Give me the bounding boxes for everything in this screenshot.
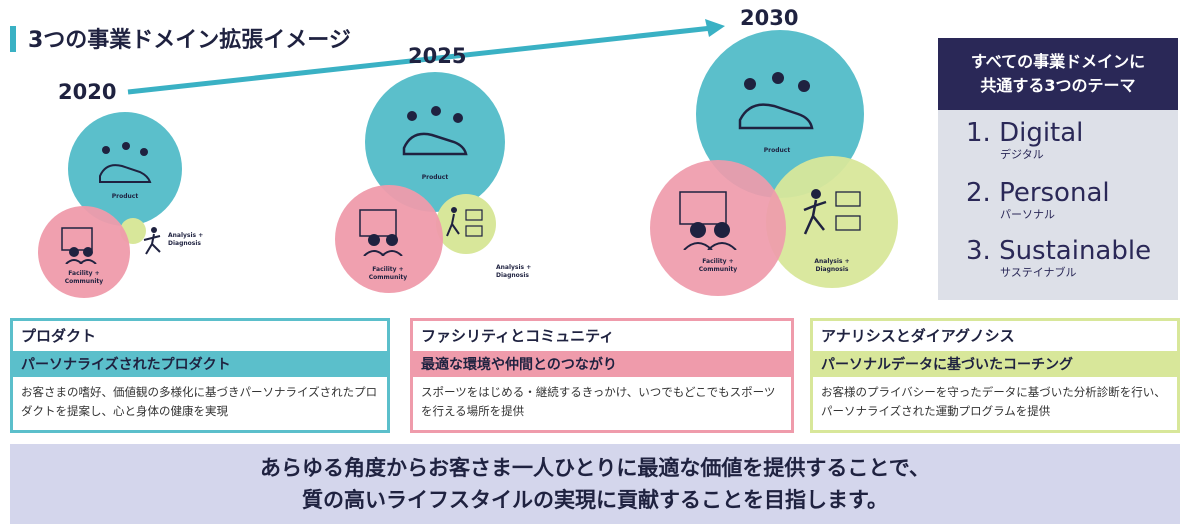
mission-line2: 質の高いライフスタイルの実現に貢献することを目指します。 bbox=[302, 488, 888, 512]
card-body: スポーツをはじめる・継続するきっかけ、いつでもどこでもスポーツを行える場所を提供 bbox=[421, 385, 776, 418]
mission-line1: あらゆる角度からお客さま一人ひとりに最適な価値を提供することで、 bbox=[260, 456, 930, 480]
theme-jp: デジタル bbox=[1000, 148, 1044, 161]
community-icon bbox=[679, 191, 737, 250]
year-2030: 2030 bbox=[740, 6, 799, 30]
shoe-icon bbox=[99, 142, 152, 183]
analysis-label-2030: Analysis + Diagnosis bbox=[814, 258, 850, 273]
card-title: アナリシスとダイアグノシス bbox=[821, 327, 1015, 345]
facility-label-2030: Facility + Community bbox=[698, 258, 738, 273]
themes-list: 1. Digital デジタル 2. Personal パーソナル 3. Sus… bbox=[938, 110, 1178, 300]
card-subtitle: パーソナルデータに基づいたコーチング bbox=[813, 351, 1177, 377]
analysis-label-2020: Analysis + Diagnosis bbox=[168, 232, 204, 247]
theme-item-sustainable: 3. Sustainable サステイナブル bbox=[966, 236, 1151, 280]
community-icon bbox=[359, 209, 403, 256]
themes-heading-line2: 共通する3つのテーマ bbox=[980, 76, 1136, 95]
theme-en: 3. Sustainable bbox=[966, 236, 1152, 266]
shoe-icon bbox=[738, 72, 814, 130]
card-facility: ファシリティとコミュニティ 最適な環境や仲間とのつながり スポーツをはじめる・継… bbox=[410, 318, 794, 433]
runner-icon bbox=[143, 227, 161, 255]
analysis-circle-2025 bbox=[436, 194, 496, 254]
themes-heading-line1: すべての事業ドメインに bbox=[970, 52, 1146, 71]
theme-en: 1. Digital bbox=[966, 118, 1084, 148]
card-title: プロダクト bbox=[21, 327, 97, 345]
facility-label-2020: Facility + Community bbox=[64, 270, 104, 285]
theme-item-personal: 2. Personal パーソナル bbox=[966, 178, 1110, 222]
runner-icon bbox=[446, 207, 483, 237]
themes-heading: すべての事業ドメインに 共通する3つのテーマ bbox=[938, 38, 1178, 110]
runner-icon bbox=[803, 189, 861, 235]
theme-item-digital: 1. Digital デジタル bbox=[966, 118, 1083, 162]
card-body: お客さまの嗜好、価値観の多様化に基づきパーソナライズされたプロダクトを提案し、心… bbox=[21, 385, 378, 418]
theme-jp: サステイナブル bbox=[1000, 266, 1077, 279]
product-label-2025: Product bbox=[421, 174, 449, 181]
card-product: プロダクト パーソナライズされたプロダクト お客さまの嗜好、価値観の多様化に基づ… bbox=[10, 318, 390, 433]
card-subtitle: 最適な環境や仲間とのつながり bbox=[413, 351, 791, 377]
facility-label-2025: Facility + Community bbox=[368, 266, 408, 281]
year-2020: 2020 bbox=[58, 80, 117, 104]
timeline-arrow bbox=[127, 19, 725, 95]
shoe-icon bbox=[402, 106, 468, 156]
card-analysis: アナリシスとダイアグノシス パーソナルデータに基づいたコーチング お客様のプライ… bbox=[810, 318, 1180, 433]
product-label-2030: Product bbox=[763, 147, 791, 154]
analysis-circle-2030 bbox=[766, 156, 898, 288]
title-accent-bar bbox=[10, 26, 16, 52]
product-label-2020: Product bbox=[111, 193, 139, 200]
page-title: 3つの事業ドメイン拡張イメージ bbox=[28, 28, 351, 53]
card-subtitle: パーソナライズされたプロダクト bbox=[13, 351, 387, 377]
community-icon bbox=[61, 227, 97, 264]
analysis-label-2025: Analysis + Diagnosis bbox=[496, 264, 532, 279]
theme-en: 2. Personal bbox=[966, 178, 1110, 208]
year-2025: 2025 bbox=[408, 44, 467, 68]
card-body: お客様のプライバシーを守ったデータに基づいた分析診断を行い、パーソナライズされた… bbox=[821, 385, 1166, 418]
card-title: ファシリティとコミュニティ bbox=[421, 327, 615, 345]
mission-statement: あらゆる角度からお客さま一人ひとりに最適な価値を提供することで、 質の高いライフ… bbox=[10, 444, 1180, 524]
theme-jp: パーソナル bbox=[1000, 208, 1055, 221]
